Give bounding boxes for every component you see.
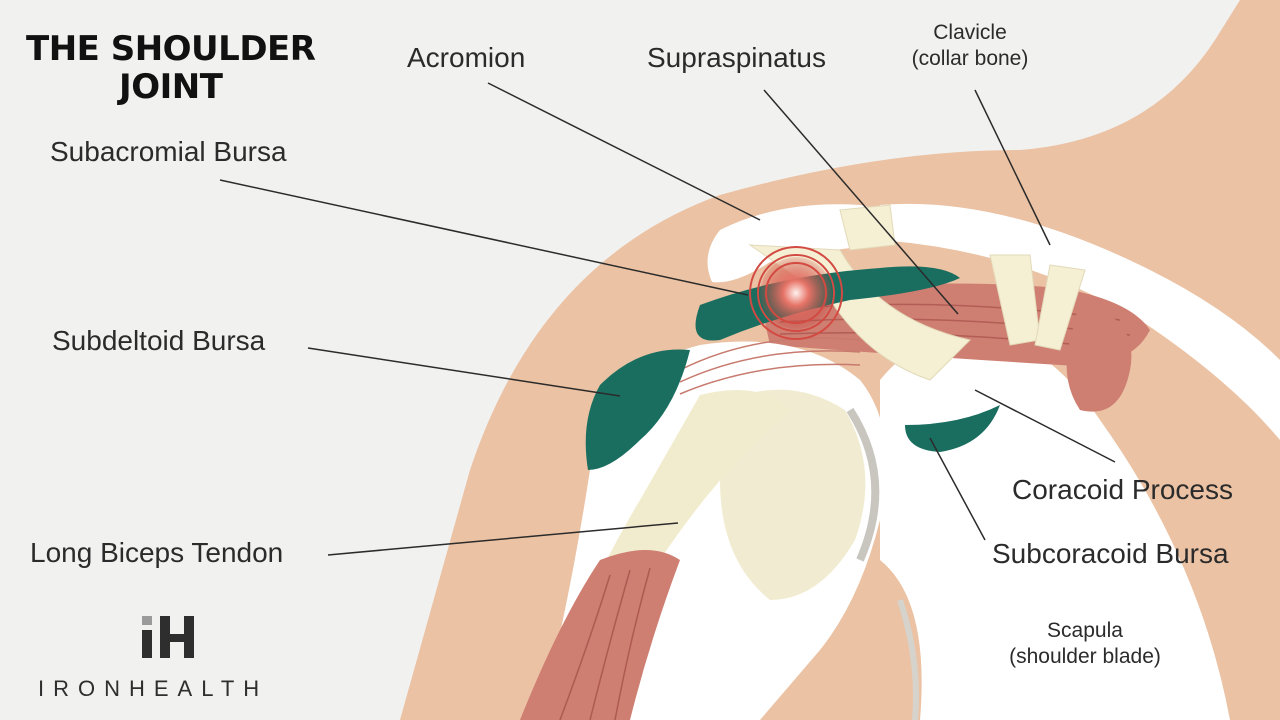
label-scapula: Scapula (shoulder blade) bbox=[990, 618, 1180, 670]
label-subdeltoid-bursa: Subdeltoid Bursa bbox=[52, 325, 266, 356]
subdeltoid-bursa-shape bbox=[585, 349, 690, 470]
label-scapula-sub: (shoulder blade) bbox=[1009, 645, 1161, 668]
label-coracoid-process: Coracoid Process bbox=[1012, 474, 1233, 505]
label-scapula-name: Scapula bbox=[1047, 619, 1123, 642]
page-title: THE SHOULDER JOINT bbox=[26, 29, 316, 107]
label-clavicle: Clavicle (collar bone) bbox=[900, 20, 1040, 72]
coracoid-bone bbox=[899, 377, 1042, 420]
title-line-2: JOINT bbox=[119, 67, 223, 107]
label-subcoracoid-bursa: Subcoracoid Bursa bbox=[992, 538, 1229, 569]
acromion-bone bbox=[707, 204, 887, 283]
muscle-belly bbox=[1066, 300, 1132, 412]
label-long-biceps-tendon: Long Biceps Tendon bbox=[30, 537, 284, 568]
clavicle-bone bbox=[880, 203, 1280, 440]
coracoclavicular-ligament-2 bbox=[1034, 264, 1086, 351]
ih-monogram-icon bbox=[142, 616, 194, 658]
label-acromion: Acromion bbox=[407, 42, 526, 73]
biceps-muscle bbox=[520, 550, 680, 720]
label-clavicle-name: Clavicle bbox=[933, 21, 1007, 44]
subcoracoid-bursa-shape bbox=[905, 405, 1000, 452]
label-subacromial-bursa: Subacromial Bursa bbox=[50, 136, 287, 167]
title-line-1: THE SHOULDER bbox=[26, 29, 316, 69]
ac-ligament bbox=[839, 204, 896, 251]
humeral-head-edge bbox=[846, 407, 880, 562]
inflammation-spot bbox=[760, 257, 832, 329]
scapula-edge bbox=[897, 599, 919, 720]
leader-lines bbox=[219, 82, 1116, 556]
label-supraspinatus: Supraspinatus bbox=[647, 42, 827, 73]
brand-name: IRONHEALTH bbox=[38, 676, 269, 701]
humeral-head bbox=[720, 389, 866, 600]
label-clavicle-sub: (collar bone) bbox=[911, 47, 1029, 70]
